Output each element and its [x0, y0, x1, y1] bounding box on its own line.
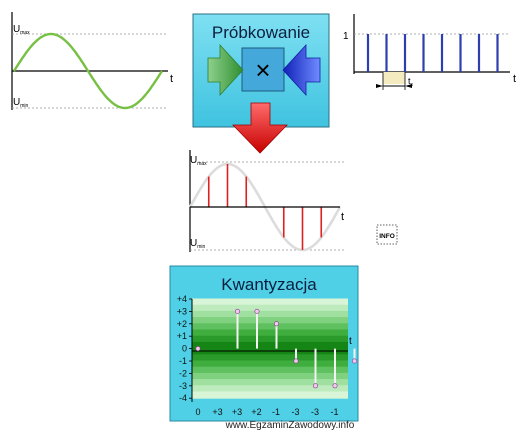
period-ts-label: ts — [408, 76, 414, 88]
quant-sample-point — [254, 308, 260, 314]
sampling-period-highlight — [383, 72, 405, 84]
quant-sample-point — [293, 358, 299, 364]
sample-value-label: +2 — [251, 407, 261, 417]
sample-value-label: +3 — [212, 407, 222, 417]
multiplier-square — [241, 47, 285, 92]
blue-arrow-left-icon — [282, 43, 321, 97]
quantization-panel: Kwantyzacja +4 +3 +2 +1 0 -1 -2 -3 -4 0 +3 +3 +2 -1 -… — [169, 265, 359, 422]
period-arrow-right-icon — [405, 84, 412, 88]
sample-value-label: -1 — [272, 407, 280, 417]
quant-band — [192, 298, 348, 306]
sampling-title: Próbkowanie — [212, 23, 310, 42]
level-label: +3 — [177, 306, 187, 316]
quant-samples — [195, 308, 357, 389]
sampled-umin-label: Umin — [190, 238, 206, 250]
sample-value-label: 0 — [195, 407, 200, 417]
info-mark: INFO — [376, 224, 398, 245]
analog-sine-wave — [12, 32, 164, 110]
axis-t-label: t — [170, 73, 173, 85]
quant-band — [192, 354, 348, 362]
quant-sample-point — [273, 321, 279, 327]
level-label: +4 — [177, 294, 187, 304]
sample-value-label: +3 — [232, 407, 242, 417]
level-label: 0 — [182, 344, 187, 354]
quant-band — [192, 366, 348, 374]
multiply-icon: × — [255, 55, 270, 85]
level-label: -1 — [179, 356, 187, 366]
level-label: -4 — [179, 393, 187, 403]
quant-band — [192, 341, 348, 350]
quant-sample-labels: 0 +3 +3 +2 -1 -3 -3 -1 — [195, 407, 338, 417]
quant-sample-point — [312, 383, 318, 389]
sampled-axis-t-label: t — [341, 211, 344, 223]
quant-band — [192, 391, 348, 399]
quantization-bands — [192, 298, 348, 399]
quant-sample-point — [332, 383, 338, 389]
sample-value-label: -3 — [311, 407, 319, 417]
sampled-umax-label: Umax — [190, 155, 207, 167]
pulse-axis-t-label: t — [513, 73, 516, 85]
green-arrow-right-icon — [207, 43, 244, 97]
quant-level-labels: +4 +3 +2 +1 0 -1 -2 -3 -4 — [177, 294, 192, 403]
sample-value-label: -1 — [330, 407, 338, 417]
quant-band — [192, 360, 348, 368]
quant-band — [192, 335, 348, 343]
umax-label: Umax — [13, 24, 30, 36]
quant-band — [192, 372, 348, 381]
info-mark-text: INFO — [379, 233, 395, 240]
quant-band — [192, 348, 348, 356]
analog-signal-panel: Umax Umin t — [11, 12, 173, 110]
quant-band — [192, 310, 348, 319]
red-arrow-down-icon — [232, 102, 288, 154]
info-mark-frame — [376, 224, 398, 245]
pulse-train-panel: 1 t ts — [343, 14, 516, 90]
umin-label: Umin — [13, 97, 29, 109]
quantization-title: Kwantyzacja — [221, 275, 317, 294]
pulse-lines — [366, 34, 499, 72]
quant-band — [192, 304, 348, 312]
quant-sample-point — [235, 308, 241, 314]
quant-band — [192, 317, 348, 325]
quant-band — [192, 379, 348, 387]
level-label: -2 — [179, 368, 187, 378]
level-label: -3 — [179, 381, 187, 391]
level-label: +1 — [177, 331, 187, 341]
quant-sample-point — [195, 346, 201, 352]
level-label: +2 — [177, 319, 187, 329]
sample-lines — [207, 164, 323, 250]
period-arrow-left-icon — [376, 84, 383, 88]
sampled-signal-panel: Umax Umin t — [188, 150, 345, 252]
footer-watermark: www.EgzaminZawodowy.info — [225, 420, 355, 431]
quant-sample-point — [351, 358, 357, 364]
pulse-level-label: 1 — [343, 31, 349, 42]
sample-value-label: -3 — [291, 407, 299, 417]
quant-band — [192, 323, 348, 331]
quant-band — [192, 329, 348, 337]
quant-axis-t-label: t — [349, 336, 352, 347]
quant-band — [192, 385, 348, 393]
